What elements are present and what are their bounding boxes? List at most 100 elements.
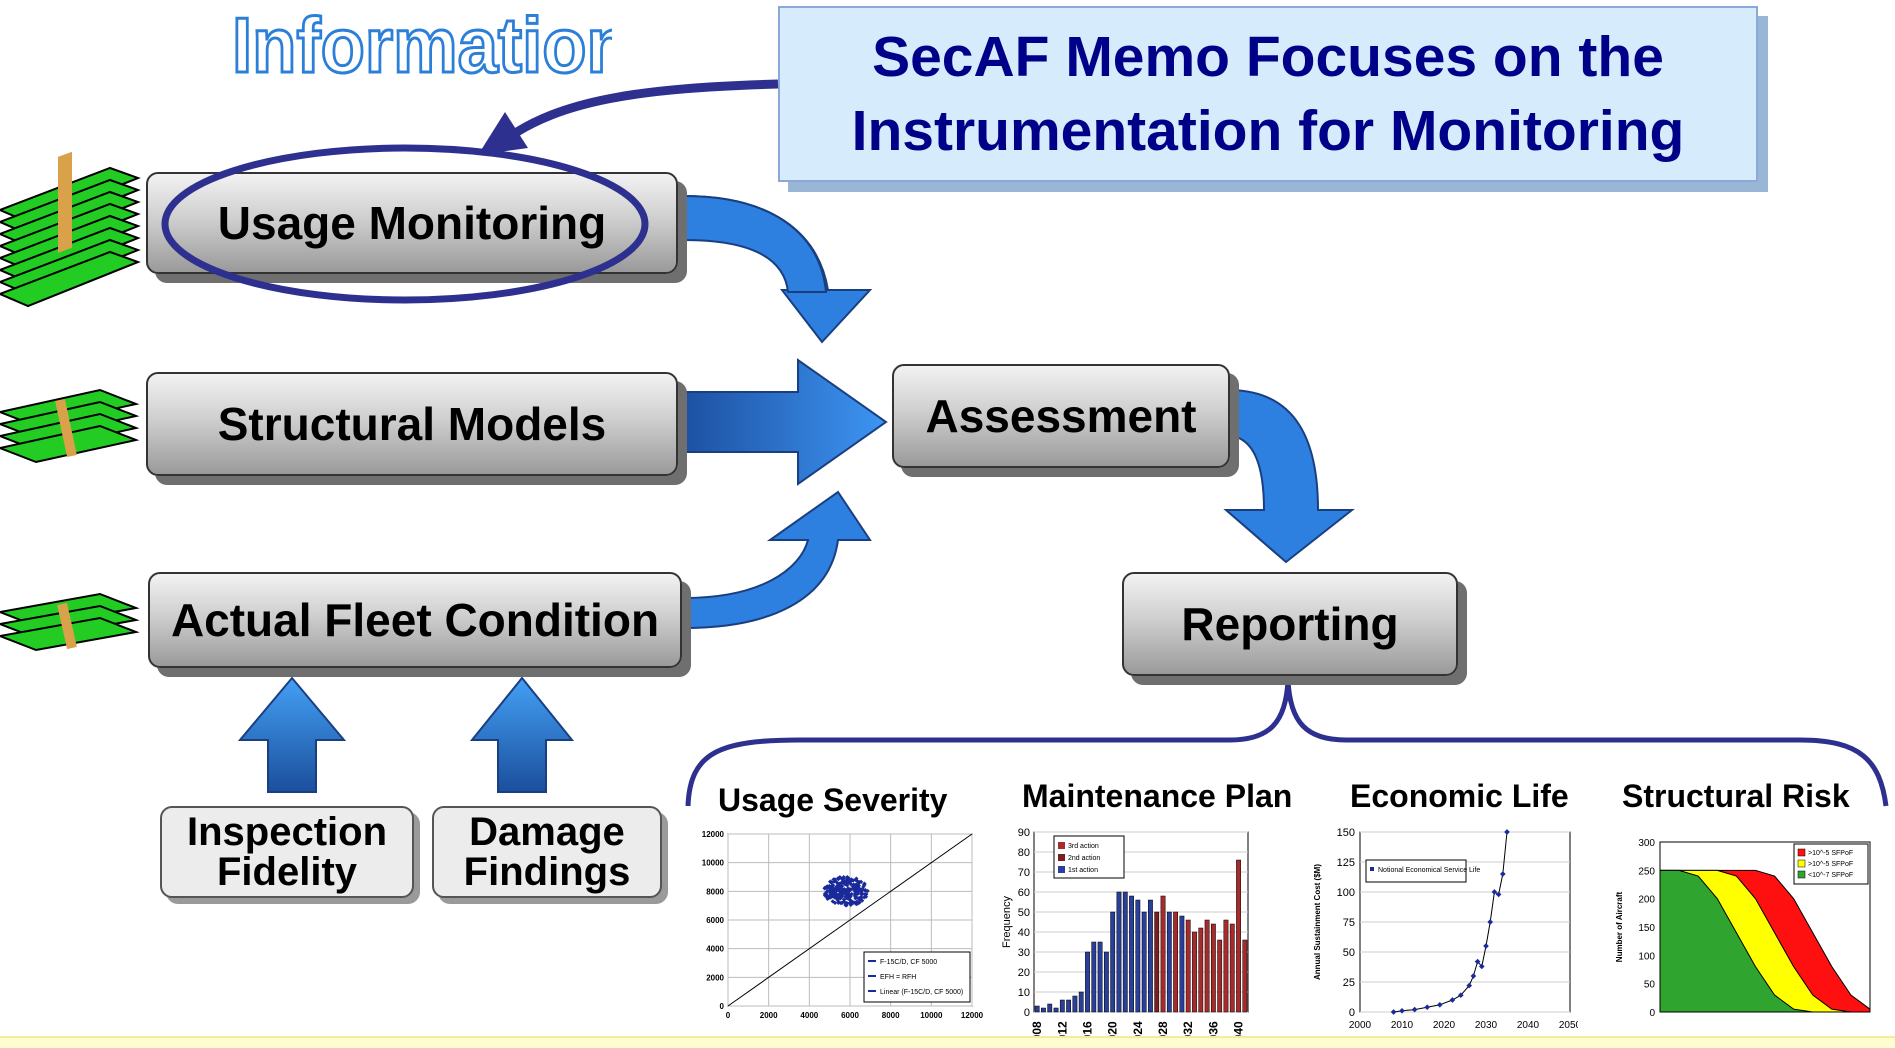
inspection-up-arrow xyxy=(237,676,347,793)
scatter-point xyxy=(850,900,856,906)
structural-models-box: Structural Models xyxy=(146,372,678,476)
x-tick-label: 12000 xyxy=(961,1011,984,1020)
legend-entry: 2nd action xyxy=(1068,855,1100,862)
memo-pointer-arrow xyxy=(502,79,779,144)
scatter-point xyxy=(848,881,853,887)
data-point xyxy=(1483,943,1489,949)
bar xyxy=(1229,923,1235,1013)
fleet-to-assessment-arrow xyxy=(683,490,872,630)
y-tick-label: 30 xyxy=(1018,947,1030,959)
data-point xyxy=(1449,997,1456,1003)
bar xyxy=(1066,999,1072,1013)
legend-box xyxy=(1053,835,1125,879)
legend-swatch xyxy=(868,975,876,977)
y-tick-label: 250 xyxy=(1638,866,1655,877)
legend-swatch xyxy=(868,990,876,992)
usage-arrow-body xyxy=(683,194,828,293)
bar xyxy=(1166,911,1172,1013)
y-tick-label: 50 xyxy=(1644,980,1656,991)
x-tick-label: 2040 xyxy=(1517,1020,1540,1031)
bar xyxy=(1047,1003,1053,1013)
legend-entry: Notional Economical Service Life xyxy=(1378,867,1480,874)
bar xyxy=(1034,1005,1040,1013)
scatter-point xyxy=(843,902,848,908)
bar xyxy=(1085,951,1090,1013)
scatter-point xyxy=(856,883,861,888)
bar xyxy=(1198,927,1204,1013)
scatter-point xyxy=(844,889,849,894)
information-header: Information xyxy=(232,0,612,90)
y-axis-label: Number of Aircraft xyxy=(1615,891,1624,962)
bar xyxy=(1179,915,1185,1013)
legend-swatch xyxy=(868,960,876,962)
actual-fleet-condition-box: Actual Fleet Condition xyxy=(148,572,682,668)
x-tick-label: 2010 xyxy=(1391,1020,1414,1031)
usage-monitoring-label: Usage Monitoring xyxy=(217,197,607,249)
bar xyxy=(1192,931,1197,1013)
bar xyxy=(1185,919,1191,1013)
scatter-point xyxy=(834,896,839,901)
y-tick-label: 25 xyxy=(1343,977,1355,989)
x-tick-label: 2020 xyxy=(1433,1020,1456,1031)
x-tick-label: 2050 xyxy=(1559,1020,1578,1031)
bar xyxy=(1223,919,1229,1013)
data-point xyxy=(1474,958,1481,965)
y-tick-label: 70 xyxy=(1018,867,1030,879)
scatter-point xyxy=(849,877,854,882)
usage-monitoring-box: Usage Monitoring xyxy=(146,172,678,274)
legend-entry: <10^-7 SFPoF xyxy=(1808,872,1853,879)
scatter-point xyxy=(844,895,849,901)
bar xyxy=(1242,939,1248,1013)
y-tick-label: 8000 xyxy=(706,887,724,896)
scatter-point xyxy=(853,877,858,883)
y-tick-label: 40 xyxy=(1018,927,1030,939)
legend-entry: F-15C/D, CF 5000 xyxy=(880,959,937,966)
scatter-point xyxy=(838,900,844,906)
bar xyxy=(1148,899,1153,1013)
bar xyxy=(1204,919,1210,1013)
y-tick-label: 50 xyxy=(1018,907,1030,919)
bar xyxy=(1110,911,1116,1013)
data-point xyxy=(1495,891,1502,898)
scatter-point xyxy=(838,896,843,901)
damage-findings-box: Damage Findings xyxy=(432,806,662,898)
reporting-box: Reporting xyxy=(1122,572,1458,676)
inspection-fidelity-line-2: Fidelity xyxy=(216,850,358,894)
bar xyxy=(1160,895,1166,1013)
y-tick-label: 0 xyxy=(1649,1008,1655,1019)
y-tick-label: 150 xyxy=(1337,827,1355,839)
scatter-point xyxy=(827,883,832,889)
data-point xyxy=(1390,1009,1397,1015)
x-tick-label: 10000 xyxy=(920,1011,943,1020)
usage-severity-title: Usage Severity xyxy=(718,782,948,818)
y-tick-label: 10000 xyxy=(702,859,725,868)
legend-entry: >10^-5 SFPoF xyxy=(1808,850,1853,857)
maintenance-plan-title: Maintenance Plan xyxy=(1022,778,1293,814)
y-tick-label: 6000 xyxy=(706,916,724,925)
bar xyxy=(1210,923,1216,1013)
legend-box xyxy=(1365,859,1467,883)
scatter-point xyxy=(864,891,869,897)
inspection-fidelity-box: Inspection Fidelity xyxy=(160,806,414,898)
y-axis-label: Annual Sustainment Cost ($M) xyxy=(1313,864,1322,980)
damage-findings-line-1: Damage xyxy=(469,810,625,854)
damage-up-arrow xyxy=(469,676,575,793)
y-tick-label: 90 xyxy=(1018,827,1030,839)
x-tick-label: 4000 xyxy=(800,1011,818,1020)
y-tick-label: 300 xyxy=(1638,838,1655,849)
scatter-point xyxy=(838,886,844,891)
bar xyxy=(1116,891,1122,1013)
memo-line-1: SecAF Memo Focuses on the xyxy=(872,25,1664,89)
structural-risk-title: Structural Risk xyxy=(1622,778,1850,814)
bar xyxy=(1041,1007,1046,1013)
bar xyxy=(1091,941,1097,1013)
bar xyxy=(1072,995,1078,1013)
y-tick-label: 75 xyxy=(1343,917,1355,929)
y-tick-label: 150 xyxy=(1638,923,1655,934)
scatter-point xyxy=(832,892,837,897)
reporting-bracket xyxy=(685,679,1889,807)
efh-equals-rfh-line xyxy=(727,833,973,1007)
scatter-point xyxy=(830,899,835,904)
